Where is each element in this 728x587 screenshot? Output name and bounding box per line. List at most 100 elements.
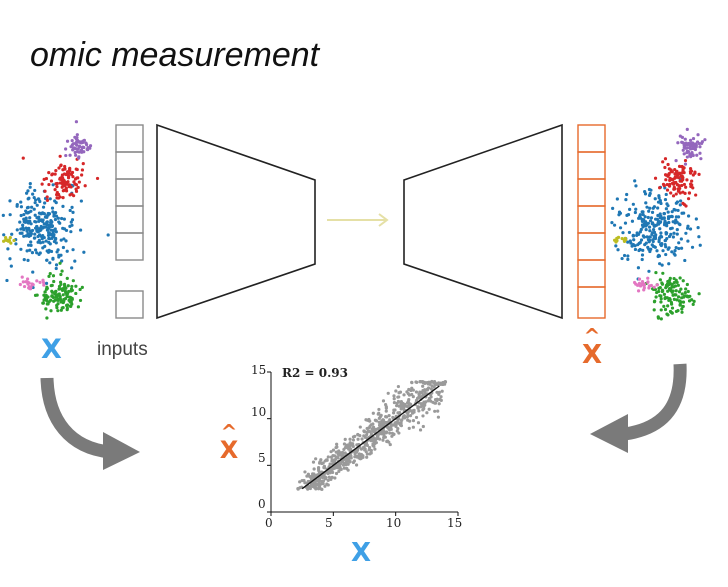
scatter-point	[417, 409, 421, 413]
cluster-point	[674, 159, 678, 163]
cluster-point	[665, 182, 669, 187]
cluster-point	[54, 294, 58, 298]
cluster-point	[21, 280, 25, 284]
scatter-point	[346, 462, 350, 466]
cluster-point	[682, 152, 686, 156]
cluster-point	[45, 258, 49, 262]
cluster-point	[55, 184, 59, 189]
cluster-point	[610, 221, 614, 225]
cluster-point	[625, 192, 629, 197]
output-xhat-symbol: ^ X	[580, 326, 604, 368]
cluster-point	[95, 176, 100, 181]
cluster-point	[44, 281, 49, 285]
cluster-point	[25, 249, 29, 253]
cluster-point	[682, 182, 687, 187]
scatter-point	[439, 398, 443, 403]
cluster-point	[688, 152, 692, 156]
cluster-point	[648, 229, 652, 233]
scatter-point	[371, 411, 375, 415]
cluster-point	[679, 199, 683, 203]
scatter-point	[416, 421, 421, 425]
cluster-point	[69, 185, 73, 189]
cluster-point	[74, 120, 79, 124]
y-tick-label: 5	[258, 451, 266, 465]
cluster-point	[663, 173, 668, 177]
cluster-point	[68, 153, 72, 157]
cluster-point	[664, 178, 668, 182]
cluster-point	[661, 271, 665, 275]
cluster-point	[659, 297, 663, 301]
cluster-point	[45, 286, 49, 291]
encoder-trapezoid	[156, 123, 316, 320]
cluster-point	[73, 150, 77, 155]
scatter-x-axis-label: X	[351, 538, 372, 568]
cluster-point	[78, 298, 83, 303]
scatter-point	[373, 441, 377, 446]
scatter-point	[371, 429, 375, 433]
cluster-point	[6, 239, 11, 243]
cluster-point	[50, 294, 54, 298]
cluster-point	[667, 220, 671, 225]
cluster-point	[689, 147, 693, 151]
scatter-point	[432, 385, 436, 389]
cluster-point	[22, 258, 26, 262]
cluster-point	[53, 188, 57, 192]
scatter-point	[411, 425, 415, 429]
cluster-point	[648, 235, 652, 239]
scatter-point	[329, 450, 333, 454]
cluster-point	[69, 304, 73, 309]
y-label-hat: ^	[220, 420, 238, 444]
cluster-point	[71, 210, 75, 215]
scatter-point	[398, 411, 402, 415]
scatter-point	[334, 471, 339, 476]
cluster-point	[653, 236, 658, 241]
cluster-point	[63, 297, 68, 301]
cluster-point	[672, 185, 676, 189]
cluster-point	[681, 141, 685, 145]
scatter-point	[429, 395, 433, 399]
cluster-point	[662, 212, 666, 216]
cluster-point	[636, 243, 640, 247]
cluster-point	[45, 195, 49, 199]
cluster-point	[660, 217, 664, 221]
cluster-point	[50, 283, 54, 287]
cluster-point	[22, 284, 27, 289]
scatter-point	[415, 396, 420, 400]
cluster-point	[50, 290, 55, 294]
scatter-point	[387, 414, 391, 418]
cluster-point	[55, 181, 59, 186]
cluster-point	[691, 136, 696, 141]
cluster-point	[667, 234, 672, 239]
cluster-point	[42, 222, 46, 226]
cluster-point	[35, 251, 39, 255]
cluster-point	[61, 176, 65, 180]
cluster-point	[634, 282, 638, 286]
cluster-point	[685, 294, 689, 298]
cluster-point	[58, 295, 62, 299]
cluster-point	[18, 282, 22, 287]
cluster-point	[33, 248, 38, 252]
cluster-point	[658, 212, 662, 216]
cluster-point	[50, 220, 54, 224]
cluster-point	[39, 234, 43, 238]
cluster-point	[80, 173, 84, 177]
scatter-point	[369, 432, 374, 436]
cluster-point	[27, 281, 31, 285]
cluster-point	[683, 258, 687, 263]
cluster-point	[636, 266, 641, 270]
scatter-point	[375, 427, 379, 431]
cluster-point	[84, 141, 88, 145]
scatter-point	[330, 458, 334, 462]
cluster-point	[55, 190, 59, 195]
scatter-point	[410, 380, 414, 384]
cluster-point	[64, 286, 68, 290]
y-tick-label: 10	[251, 405, 267, 419]
cluster-point	[682, 202, 687, 207]
scatter-point	[391, 411, 396, 415]
cluster-point	[70, 192, 74, 196]
cluster-point	[685, 127, 689, 131]
cluster-point	[24, 280, 28, 284]
cluster-point	[673, 172, 677, 176]
scatter-point	[373, 418, 377, 422]
cluster-point	[616, 248, 620, 252]
